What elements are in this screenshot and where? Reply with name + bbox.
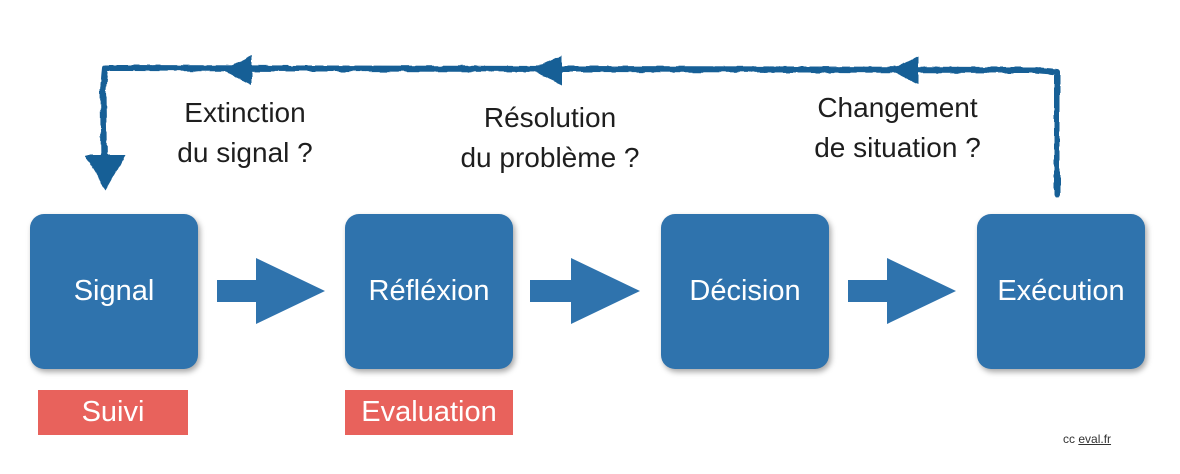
tag-suivi: Suivi bbox=[38, 390, 188, 435]
question-line-2: de situation ? bbox=[814, 132, 981, 163]
loop-arrowhead-middle bbox=[530, 55, 562, 85]
arrow-right-icon bbox=[530, 258, 640, 324]
credit-prefix: cc bbox=[1063, 432, 1075, 446]
step-label: Exécution bbox=[997, 275, 1125, 307]
question-line-2: du signal ? bbox=[177, 137, 313, 168]
question-resolution: Résolution du problème ? bbox=[445, 98, 655, 178]
step-label: Signal bbox=[73, 275, 155, 307]
question-changement: Changement de situation ? bbox=[795, 88, 1000, 168]
question-line-1: Résolution bbox=[483, 102, 617, 133]
loop-arrowhead-down bbox=[84, 155, 126, 190]
step-box-decision: Décision bbox=[661, 214, 829, 369]
arrow-right-icon bbox=[217, 258, 325, 324]
feedback-loop-line bbox=[100, 65, 1060, 198]
question-extinction: Extinction du signal ? bbox=[160, 93, 330, 173]
step-box-reflexion: Réfléxion bbox=[345, 214, 513, 369]
step-box-execution: Exécution bbox=[977, 214, 1145, 369]
tag-evaluation: Evaluation bbox=[345, 390, 513, 435]
question-line-1: Changement bbox=[817, 92, 978, 123]
step-label: Réfléxion bbox=[368, 275, 490, 307]
credit-link[interactable]: eval.fr bbox=[1078, 432, 1112, 446]
question-line-1: Extinction bbox=[184, 97, 306, 128]
loop-arrowhead-right bbox=[890, 56, 918, 84]
arrow-right-icon bbox=[848, 258, 956, 324]
step-box-signal: Signal bbox=[30, 214, 198, 369]
question-line-2: du problème ? bbox=[460, 142, 640, 173]
loop-arrowhead-left bbox=[223, 55, 252, 85]
credit: cc eval.fr bbox=[1063, 432, 1111, 446]
step-label: Décision bbox=[689, 275, 801, 307]
